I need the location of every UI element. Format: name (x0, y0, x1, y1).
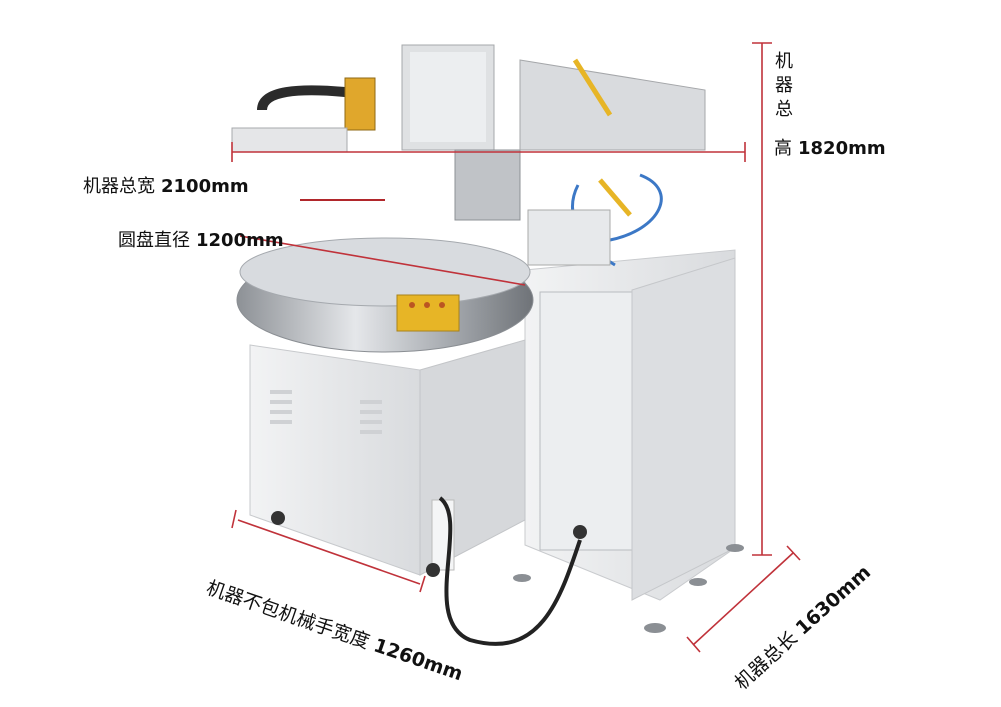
disc-cabinet (249, 339, 526, 576)
total-height-char-1: 机 (775, 51, 793, 72)
disc-diameter-value: 1200mm (196, 230, 284, 251)
total-height-label: 高 1820mm (774, 134, 886, 160)
total-height-char-3: 总 (775, 99, 793, 120)
disc-diameter-label: 圆盘直径 1200mm (118, 226, 284, 252)
main-cabinet (524, 249, 736, 601)
total-width-value: 2100mm (161, 176, 249, 197)
width-no-arm-line (237, 519, 421, 585)
total-height-char-4: 高 (774, 138, 792, 159)
total-width-label: 机器总宽 2100mm (83, 172, 249, 198)
disc-diameter-text: 圆盘直径 (118, 230, 190, 251)
rotary-disc (236, 237, 534, 353)
forming-head (401, 44, 706, 267)
total-height-vertical-label: 机 器 总 (774, 50, 794, 122)
power-cable (438, 496, 582, 646)
robot-arm (231, 77, 385, 201)
total-width-text: 机器总宽 (83, 176, 155, 197)
total-height-char-2: 器 (775, 75, 793, 96)
length-dimension-line (692, 552, 794, 646)
machine-feet (271, 511, 744, 633)
total-height-value: 1820mm (798, 138, 886, 159)
disc-diameter-line (239, 235, 526, 286)
